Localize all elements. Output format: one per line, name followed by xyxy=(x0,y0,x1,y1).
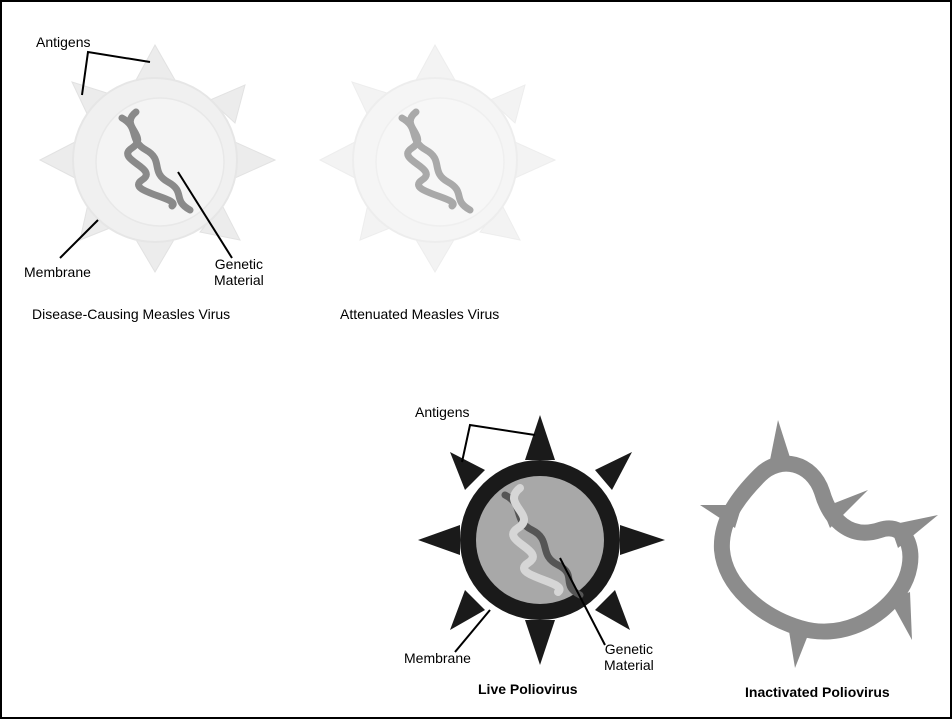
live-poliovirus-caption: Live Poliovirus xyxy=(478,681,578,697)
attenuated-measles-caption: Attenuated Measles Virus xyxy=(340,306,500,322)
live-genetic-leader xyxy=(559,557,606,646)
inactivated-polio-spikes xyxy=(700,420,938,668)
attenuated-measles-core xyxy=(375,97,505,227)
disease-membrane-leader xyxy=(59,219,99,259)
live-antigens-label: Antigens xyxy=(415,404,470,420)
live-genetic-material-label: Genetic Material xyxy=(604,641,654,673)
live-polio-spikes xyxy=(418,415,665,665)
inactivated-poliovirus-caption: Inactivated Poliovirus xyxy=(745,684,890,700)
inactivated-polio-outline xyxy=(713,455,919,640)
live-poliovirus xyxy=(418,415,665,665)
disease-measles-genetic-material xyxy=(118,108,194,214)
disease-genetic-leader xyxy=(177,171,233,259)
live-membrane-leader xyxy=(454,609,491,653)
attenuated-measles-genetic-material xyxy=(398,108,474,214)
attenuated-measles-virus xyxy=(318,43,557,273)
disease-antigens-label: Antigens xyxy=(36,34,91,50)
live-membrane-label: Membrane xyxy=(404,650,471,666)
disease-membrane-label: Membrane xyxy=(24,264,91,280)
attenuated-measles-spikes xyxy=(318,43,557,273)
disease-genetic-material-label: Genetic Material xyxy=(214,256,264,288)
inactivated-poliovirus xyxy=(700,420,938,668)
disease-antigens-leader xyxy=(81,50,151,96)
disease-measles-core xyxy=(95,97,225,227)
disease-measles-caption: Disease-Causing Measles Virus xyxy=(32,306,231,322)
live-antigens-leader xyxy=(461,423,536,463)
live-polio-genetic-material xyxy=(501,484,584,599)
disease-measles-virus xyxy=(38,43,277,273)
